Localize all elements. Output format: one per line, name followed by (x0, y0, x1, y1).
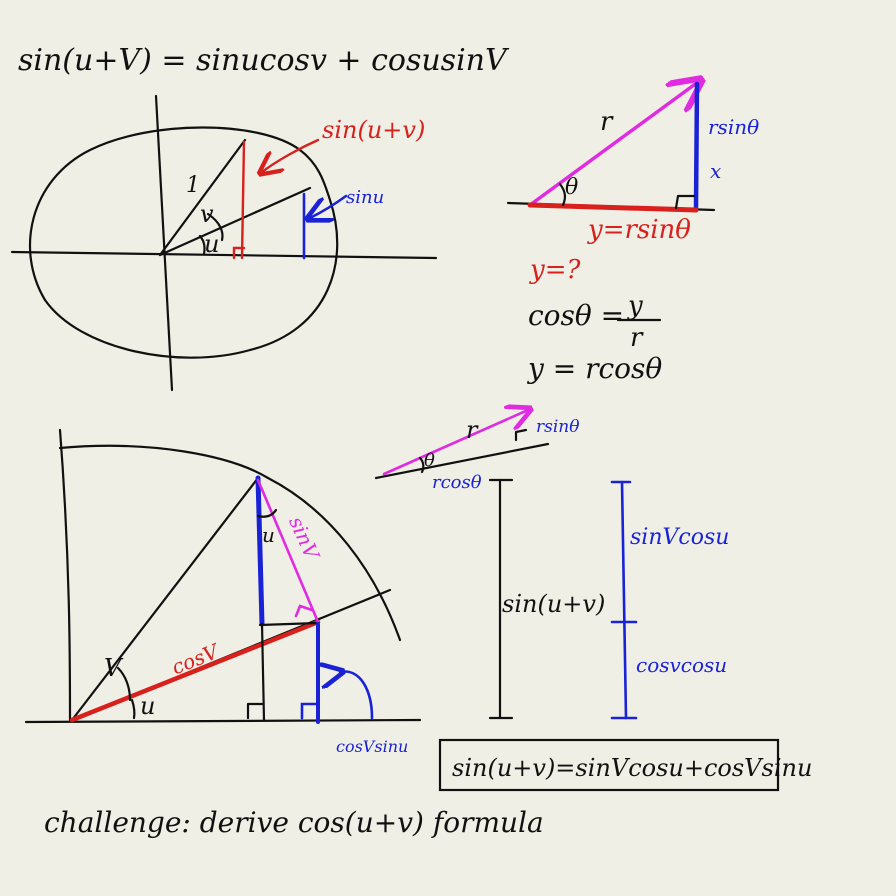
big-outer-arc (58, 444, 402, 642)
small-label-rsin: rsinθ (536, 417, 579, 437)
sinv-segment (256, 478, 320, 624)
small-label-r: r (466, 416, 479, 444)
length-comparison-bars: sin(u+v) sinVcosu cosvcosu (488, 478, 729, 720)
bar-label-sin-uv: sin(u+v) (502, 590, 605, 618)
big-ray-uv (70, 476, 260, 722)
label-x: x (710, 159, 721, 183)
label-r: r (600, 107, 614, 137)
big-arc-u (130, 698, 136, 720)
small-theta-arc (418, 456, 425, 474)
big-arc-v (116, 666, 132, 702)
note-line-1: y=? (529, 255, 581, 285)
label-sin-uv: sin(u+v) (322, 116, 425, 144)
note-line-2-denominator: r (630, 323, 644, 353)
derivation-notes: y=? cosθ = y r y = rcosθ (526, 255, 662, 385)
theta-arc (558, 182, 567, 207)
title-formula: sin(u+V) = sinucosv + cosusinV (18, 43, 510, 78)
boxed-formula: sin(u+v)=sinVcosu+cosVsinu (452, 754, 812, 782)
boxed-formula-group: sin(u+v)=sinVcosu+cosVsinu (438, 738, 812, 792)
label-rsin: rsinθ (708, 115, 759, 139)
big-right-angle-k (246, 702, 264, 720)
big-label-u-top: u (262, 523, 275, 547)
note-line-2-left: cosθ = (528, 299, 624, 332)
big-right-angle-b (300, 702, 318, 720)
label-v: v (200, 200, 214, 228)
big-label-u-bottom: u (140, 692, 155, 720)
note-line-2-numerator: y (627, 291, 643, 321)
sinu-pointer-arrow (310, 194, 348, 218)
big-arc (58, 428, 72, 722)
label-theta: θ (565, 175, 578, 200)
big-right-angle-m (294, 604, 314, 618)
big-label-cosvsinu: cosVsinu (336, 737, 408, 756)
ray-u-plus-v (158, 138, 247, 257)
adjacent-side (527, 202, 699, 213)
inner-vertical (260, 622, 266, 722)
big-label-cosv: cosV (168, 638, 224, 679)
small-triangle-diagram: r θ rsinθ rcosθ (374, 410, 579, 493)
bar-label-sinvcosu: sinVcosu (630, 525, 729, 550)
big-label-v: V (104, 654, 124, 682)
ray-u (158, 186, 312, 257)
opposite-side (693, 81, 700, 211)
x-axis (10, 250, 438, 260)
challenge-text: challenge: derive cos(u+v) formula (44, 806, 544, 839)
sinvcosu-segment (255, 475, 265, 627)
sin-uv-pointer-arrow (262, 138, 320, 172)
angle-sum-diagram: u sinV cosV V u cosVsinu (24, 428, 422, 756)
cosv-segment (69, 619, 321, 723)
note-line-3: y = rcosθ (526, 352, 662, 385)
label-sinu: sinu (346, 187, 384, 208)
sin-uv-segment (240, 140, 246, 260)
small-right-angle (514, 428, 528, 442)
sin-uv-tick (232, 246, 246, 260)
small-hypotenuse (382, 410, 528, 476)
right-triangle-diagram: r θ rsinθ x y=rsinθ (506, 81, 759, 245)
unit-circle-diagram: 1 v u sin(u+v) sinu (10, 94, 438, 392)
angle-arc-v (206, 212, 224, 242)
rotation-arrow (340, 672, 374, 720)
y-axis (154, 94, 174, 392)
big-x-axis (24, 718, 422, 724)
formula-box (438, 738, 780, 792)
label-u: u (204, 230, 219, 258)
bar-label-cosvcosu: cosvcosu (636, 653, 727, 677)
bar-blue (620, 480, 628, 720)
right-angle-mark (674, 194, 696, 210)
hypotenuse-r (528, 82, 698, 207)
unit-circle (28, 126, 339, 359)
top-angle-arc (256, 508, 278, 518)
small-label-theta: θ (424, 450, 435, 471)
angle-arc-u (198, 234, 206, 256)
small-label-rcos: rcosθ (432, 472, 482, 493)
inner-horizontal (258, 621, 320, 627)
small-base (374, 442, 550, 480)
label-one: 1 (186, 173, 200, 198)
label-y-eq: y=rsinθ (587, 215, 691, 245)
